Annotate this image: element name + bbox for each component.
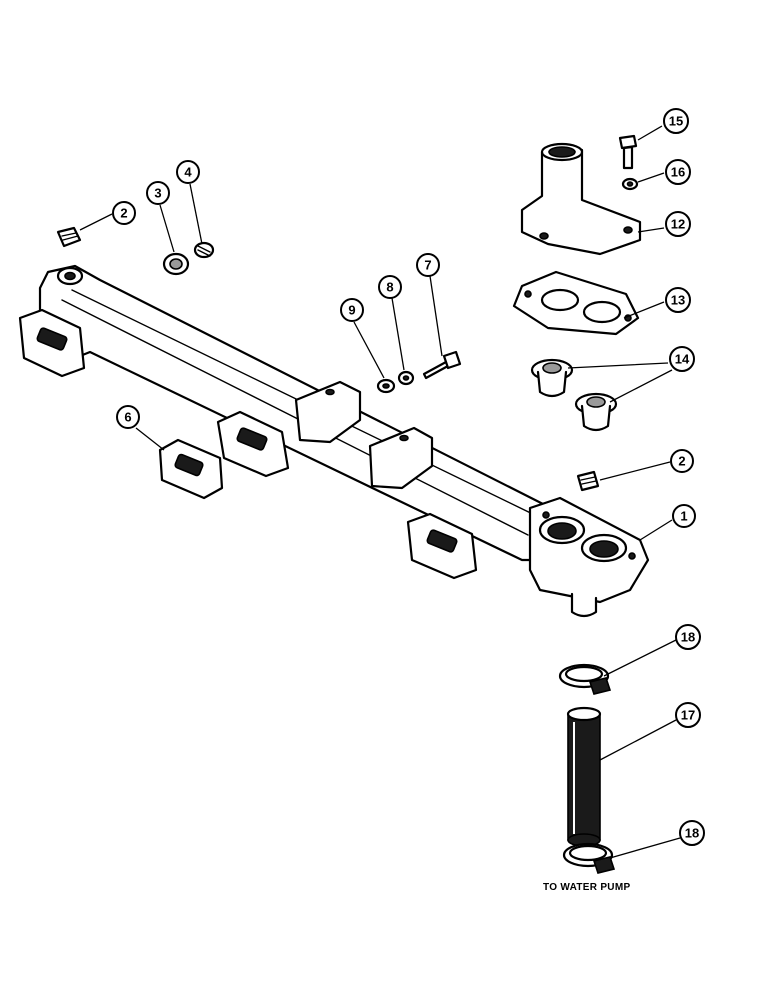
callout-18-upper: 18 (675, 624, 701, 650)
callout-label: 8 (386, 280, 393, 295)
water-pump-caption: TO WATER PUMP (543, 882, 630, 893)
port-gasket (158, 438, 224, 500)
thermostat-housing-bolt (618, 134, 638, 170)
callout-label: 18 (685, 826, 699, 841)
thermostat-housing (520, 142, 642, 256)
callout-label: 14 (675, 352, 690, 367)
callout-15: 15 (663, 108, 689, 134)
hose-clamp-lower (562, 842, 616, 874)
callout-label: 18 (681, 630, 695, 645)
callout-16: 16 (665, 159, 691, 185)
leader-lines (79, 125, 681, 859)
lock-washer (397, 370, 415, 386)
callout-label: 9 (348, 303, 355, 318)
callout-2-right: 2 (670, 449, 694, 473)
thermostat-gasket (512, 270, 640, 336)
pipe-plug-right (576, 470, 600, 492)
pipe-plug (56, 226, 82, 248)
callout-label: 3 (154, 186, 161, 201)
callout-7: 7 (416, 253, 440, 277)
callout-label: 1 (680, 509, 687, 524)
callout-14: 14 (669, 346, 695, 372)
callout-label: 6 (124, 410, 131, 425)
flat-washer (376, 378, 396, 394)
housing-lock-washer (621, 177, 639, 191)
callout-1: 1 (672, 504, 696, 528)
connector-fitting (193, 241, 215, 259)
thermostat (530, 358, 618, 432)
callout-12: 12 (665, 211, 691, 237)
callout-label: 7 (424, 258, 431, 273)
callout-label: 15 (669, 114, 683, 129)
water-manifold (18, 264, 650, 618)
callout-label: 17 (681, 708, 695, 723)
callout-2-left: 2 (112, 201, 136, 225)
hose-clamp-upper (558, 663, 612, 695)
callout-9: 9 (340, 298, 364, 322)
callout-label: 12 (671, 217, 685, 232)
callout-4: 4 (176, 160, 200, 184)
callout-label: 4 (184, 165, 192, 180)
callout-13: 13 (665, 287, 691, 313)
elbow-fitting (162, 252, 190, 276)
hex-bolt (422, 350, 462, 380)
callout-label: 13 (671, 293, 685, 308)
callout-6: 6 (116, 405, 140, 429)
coolant-hose (566, 706, 602, 847)
callout-3: 3 (146, 181, 170, 205)
callout-label: 2 (678, 454, 685, 469)
callout-label: 2 (120, 206, 127, 221)
callout-8: 8 (378, 275, 402, 299)
callout-18-lower: 18 (679, 820, 705, 846)
callout-17: 17 (675, 702, 701, 728)
callout-label: 16 (671, 165, 685, 180)
